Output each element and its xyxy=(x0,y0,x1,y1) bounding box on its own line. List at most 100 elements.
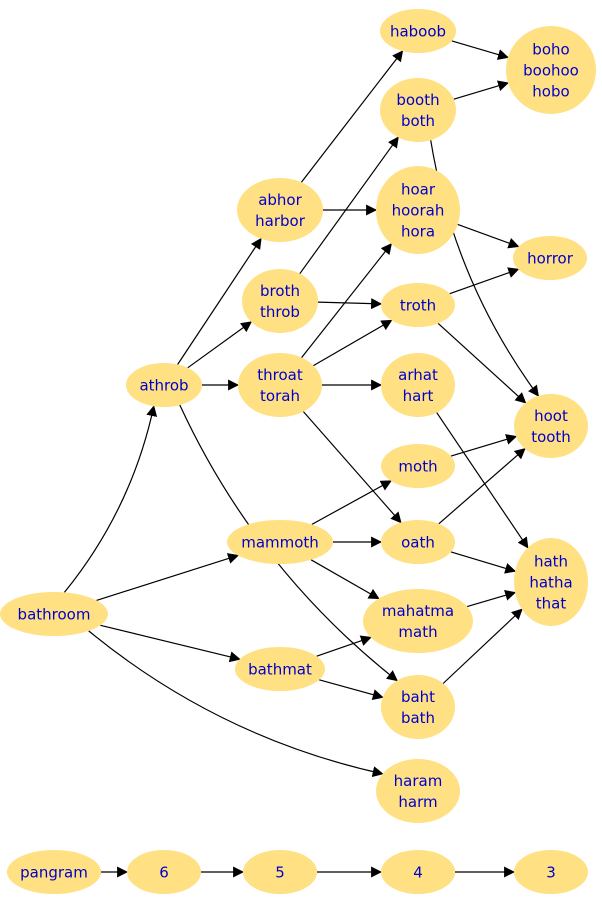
node-athrob: athrob xyxy=(126,363,202,407)
node-label: horror xyxy=(527,249,574,267)
edge-troth-to-hoot xyxy=(437,322,527,404)
node-shape-pangram xyxy=(7,850,101,894)
node-shape-baht xyxy=(381,675,455,739)
node-shape-n4 xyxy=(381,850,455,894)
node-label: bathroom xyxy=(18,605,91,623)
edge-moth-to-hoot xyxy=(450,434,518,457)
node-shape-broth xyxy=(242,269,318,333)
edge-broth-to-booth xyxy=(299,136,399,275)
node-label: bathmat xyxy=(248,660,312,678)
edge-bathroom-to-athrob xyxy=(63,405,158,593)
node-troth: troth xyxy=(381,283,455,327)
node-label: abhor xyxy=(258,191,302,209)
edge-throat-to-oath xyxy=(302,411,402,524)
node-shape-arhat xyxy=(381,353,455,417)
edge-haboob-to-boho xyxy=(451,40,509,60)
edge-bathroom-to-haram xyxy=(88,630,384,778)
edge-troth-to-horror xyxy=(449,267,520,295)
node-shape-hath xyxy=(514,538,588,626)
edge-broth-to-troth xyxy=(317,298,383,310)
node-label: hobo xyxy=(532,82,569,100)
node-label: haram xyxy=(394,772,443,790)
node-label: harbor xyxy=(255,212,306,230)
edge-bathroom-to-bathmat xyxy=(100,624,241,663)
node-hoar: hoar hoorah hora xyxy=(376,166,460,254)
node-label: pangram xyxy=(20,863,88,881)
node-label: hart xyxy=(403,387,434,405)
node-label: haboob xyxy=(390,22,446,40)
edge-oath-to-hoot xyxy=(438,447,526,525)
node-throat: throat torah xyxy=(238,353,322,417)
node-moth: moth xyxy=(381,444,455,488)
node-label: 6 xyxy=(159,863,169,881)
node-shape-booth xyxy=(380,78,456,142)
edge-booth-to-boho xyxy=(453,80,510,100)
node-shape-haboob xyxy=(380,9,456,53)
node-shape-haram xyxy=(376,759,460,823)
node-shape-hoot xyxy=(514,394,588,458)
node-shape-horror xyxy=(513,236,587,280)
node-label: boohoo xyxy=(523,61,579,79)
node-label: hora xyxy=(401,222,435,240)
node-shape-abhor xyxy=(237,178,323,242)
node-label: throb xyxy=(260,303,300,321)
node-n6: 6 xyxy=(127,850,201,894)
node-shape-oath xyxy=(381,520,455,564)
edge-athrob-to-broth xyxy=(187,321,253,369)
edge-mammoth-to-moth xyxy=(311,480,392,525)
node-shape-boho xyxy=(506,26,596,114)
node-shape-mahatma xyxy=(363,589,473,653)
node-n3: 3 xyxy=(514,850,588,894)
edge-throat-to-hoar xyxy=(301,243,392,358)
node-mammoth: mammoth xyxy=(227,520,333,564)
node-shape-n5 xyxy=(243,850,317,894)
node-label: arhat xyxy=(398,366,438,384)
node-shape-bathroom xyxy=(0,592,108,636)
node-n4: 4 xyxy=(381,850,455,894)
node-label: hoorah xyxy=(392,201,445,219)
node-label: 3 xyxy=(546,863,556,881)
node-shape-athrob xyxy=(126,363,202,407)
node-label: both xyxy=(401,112,435,130)
node-label: bath xyxy=(401,709,435,727)
node-shape-mammoth xyxy=(227,520,333,564)
node-shape-throat xyxy=(238,353,322,417)
node-label: torah xyxy=(260,387,300,405)
edge-bathmat-to-mahatma xyxy=(316,635,372,657)
edge-oath-to-hath xyxy=(450,551,517,574)
node-label: troth xyxy=(400,296,436,314)
edge-mammoth-to-mahatma xyxy=(310,559,380,600)
node-shape-moth xyxy=(381,444,455,488)
node-label: harm xyxy=(398,793,437,811)
node-label: broth xyxy=(260,282,300,300)
node-broth: broth throb xyxy=(242,269,318,333)
node-shape-n6 xyxy=(127,850,201,894)
node-shape-bathmat xyxy=(235,647,325,691)
node-label: mahatma xyxy=(382,602,454,620)
node-label: hoot xyxy=(534,407,568,425)
edge-arhat-to-hath xyxy=(436,412,529,549)
nodes-layer: haboobbohoboohoohoboboothbothabhorharbor… xyxy=(0,9,596,894)
edge-mahatma-to-hath xyxy=(466,590,517,608)
node-bathroom: bathroom xyxy=(0,592,108,636)
edge-bathmat-to-baht xyxy=(319,679,384,700)
edge-hoar-to-horror xyxy=(457,223,520,249)
node-label: hoar xyxy=(401,180,436,198)
node-label: 5 xyxy=(275,863,285,881)
node-shape-troth xyxy=(381,283,455,327)
edges-layer xyxy=(63,40,539,878)
node-label: baht xyxy=(401,688,435,706)
edge-baht-to-hath xyxy=(442,608,523,684)
node-haram: haram harm xyxy=(376,759,460,823)
node-shape-n3 xyxy=(514,850,588,894)
node-label: hath xyxy=(534,552,568,570)
node-haboob: haboob xyxy=(380,9,456,53)
node-horror: horror xyxy=(513,236,587,280)
node-label: mammoth xyxy=(241,533,319,551)
edge-abhor-to-haboob xyxy=(300,50,404,183)
node-label: throat xyxy=(257,366,303,384)
